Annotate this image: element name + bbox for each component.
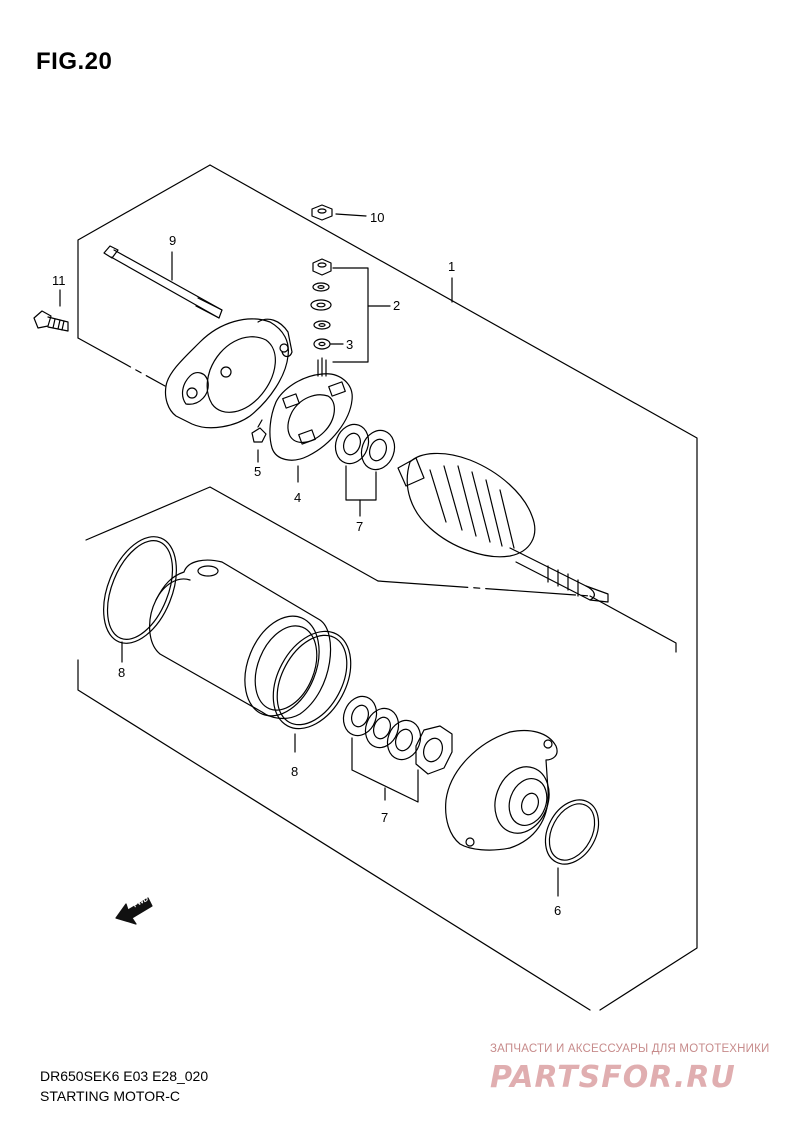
part-7-washer-set-lower	[342, 695, 422, 803]
assembly-outline	[77, 164, 698, 1011]
part-3-washer	[313, 338, 344, 350]
part-label-1: 1	[448, 259, 456, 274]
figure-title: FIG.20	[36, 48, 113, 75]
part-8-o-ring-right	[272, 630, 352, 753]
part-10-nut	[311, 204, 367, 221]
part-label-8-right: 8	[291, 764, 299, 779]
front-cover	[445, 729, 558, 851]
part-6-o-ring	[544, 799, 600, 897]
part-label-4: 4	[294, 490, 302, 505]
part-label-5: 5	[254, 464, 262, 479]
model-code: DR650SEK6 E03 E28_020	[40, 1068, 209, 1084]
part-label-11: 11	[52, 273, 66, 288]
yoke-housing	[149, 559, 332, 720]
part-label-6: 6	[554, 903, 562, 918]
part-label-8-left: 8	[118, 665, 126, 680]
part-label-2: 2	[393, 298, 401, 313]
part-2-nut-washer-set	[310, 258, 391, 363]
part-label-9: 9	[169, 233, 177, 248]
part-4-brush-holder	[269, 357, 353, 483]
part-11-screw	[33, 289, 69, 332]
watermark-logo: PARTSFOR.RU	[490, 1060, 736, 1095]
part-label-3: 3	[346, 337, 354, 352]
forward-arrow-icon	[115, 897, 153, 925]
part-label-10: 10	[370, 210, 385, 225]
part-8-o-ring-left	[103, 536, 177, 663]
part-5-screw	[251, 419, 267, 463]
part-label-7-lower: 7	[381, 810, 389, 825]
figure-caption: STARTING MOTOR-C	[40, 1088, 180, 1104]
part-label-7-upper: 7	[356, 519, 364, 534]
watermark-tagline: ЗАПЧАСТИ И АКСЕССУАРЫ ДЛЯ МОТОТЕХНИКИ	[490, 1043, 770, 1055]
lock-washer	[415, 725, 453, 775]
part-9-through-bolt	[103, 245, 223, 319]
armature	[397, 452, 609, 603]
rear-cover	[164, 318, 293, 429]
part-7-washer-pair-upper	[334, 423, 396, 517]
